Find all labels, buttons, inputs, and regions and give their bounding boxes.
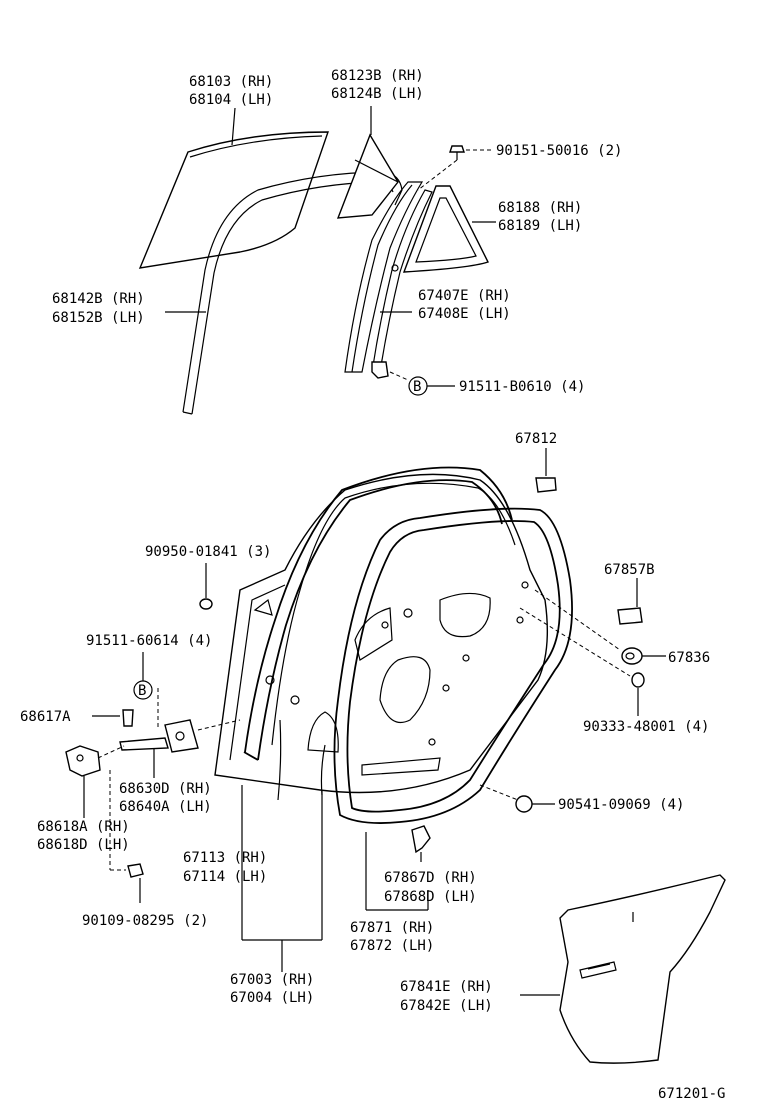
label-90333: 90333-48001 (4) xyxy=(583,719,709,735)
clip-67867-icon xyxy=(411,825,431,854)
door-opening-weatherstrip[interactable] xyxy=(243,466,513,761)
door-check[interactable] xyxy=(119,719,199,753)
label-68189: 68189 (LH) xyxy=(498,218,582,234)
bracket-67871 xyxy=(365,832,429,911)
label-68104: 68104 (LH) xyxy=(189,92,273,108)
label-67842: 67842E (LH) xyxy=(400,998,493,1014)
leader-68103 xyxy=(231,107,236,146)
label-67857: 67857B xyxy=(604,562,655,578)
part-67812-icon xyxy=(535,448,557,493)
label-67113: 67113 (RH) xyxy=(183,850,267,866)
plug-90541-icon xyxy=(515,795,533,813)
label-68142: 68142B (RH) xyxy=(52,291,145,307)
label-67114: 67114 (LH) xyxy=(183,869,267,885)
label-68123: 68123B (RH) xyxy=(331,68,424,84)
label-67872: 67872 (LH) xyxy=(350,938,434,954)
label-67867: 67867D (RH) xyxy=(384,870,477,886)
callout-b-bottom-label: B xyxy=(138,683,146,699)
diagram-code: 671201-G xyxy=(658,1086,725,1102)
label-68630: 68630D (RH) xyxy=(119,781,212,797)
door-glass[interactable] xyxy=(138,131,329,269)
label-90541: 90541-09069 (4) xyxy=(558,797,684,813)
label-67408: 67408E (LH) xyxy=(418,306,511,322)
label-68124: 68124B (LH) xyxy=(331,86,424,102)
label-67407: 67407E (RH) xyxy=(418,288,511,304)
bolt-68617-icon xyxy=(122,709,134,727)
label-67836: 67836 xyxy=(668,650,710,666)
label-91511-b: 91511-B0610 (4) xyxy=(459,379,585,395)
bracket-67003 xyxy=(241,785,323,972)
label-68152: 68152B (LH) xyxy=(52,310,145,326)
label-68618a: 68618A (RH) xyxy=(37,819,130,835)
label-67868: 67868D (LH) xyxy=(384,889,477,905)
door-weatherstrip[interactable] xyxy=(333,507,573,824)
label-68188: 68188 (RH) xyxy=(498,200,582,216)
label-91511: 91511-60614 (4) xyxy=(86,633,212,649)
label-67841: 67841E (RH) xyxy=(400,979,493,995)
hinge-68618[interactable] xyxy=(65,745,101,777)
division-bar[interactable] xyxy=(344,181,433,373)
label-68103: 68103 (RH) xyxy=(189,74,273,90)
label-67004: 67004 (LH) xyxy=(230,990,314,1006)
grommet-67836-icon xyxy=(621,647,643,665)
screw-90151-icon xyxy=(449,145,465,160)
label-67871: 67871 (RH) xyxy=(350,920,434,936)
label-68640: 68640A (LH) xyxy=(119,799,212,815)
label-67003: 67003 (RH) xyxy=(230,972,314,988)
plug-90333-icon xyxy=(631,672,645,688)
quarter-glass-run[interactable] xyxy=(336,133,399,219)
door-trim-panel[interactable] xyxy=(559,874,726,1064)
clip-91511-icon xyxy=(371,361,389,379)
label-67812: 67812 xyxy=(515,431,557,447)
pad-67857-icon xyxy=(617,578,643,625)
callout-b-top-label: B xyxy=(413,379,421,395)
label-90109: 90109-08295 (2) xyxy=(82,913,208,929)
label-68618d: 68618D (LH) xyxy=(37,837,130,853)
label-90151: 90151-50016 (2) xyxy=(496,143,622,159)
plug-90950-icon xyxy=(199,563,213,610)
label-90950: 90950-01841 (3) xyxy=(145,544,271,560)
label-68617: 68617A xyxy=(20,709,71,725)
bolt-90109-icon xyxy=(127,863,144,878)
quarter-window[interactable] xyxy=(402,185,489,273)
